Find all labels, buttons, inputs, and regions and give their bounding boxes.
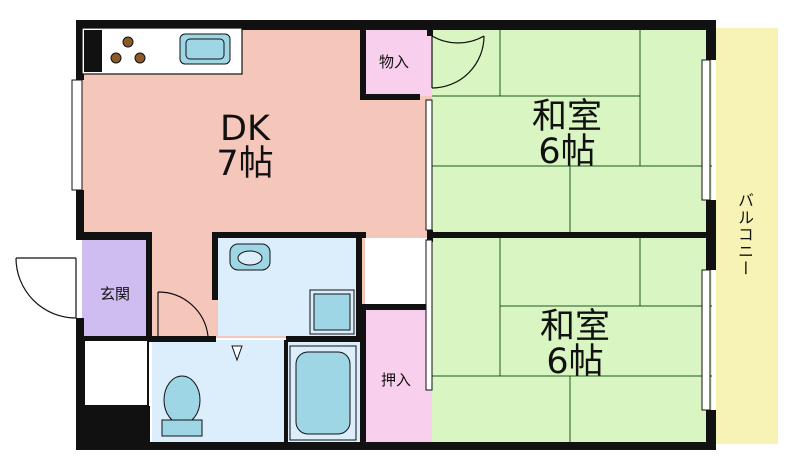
- washitsu-bottom-label: 和室 6帖: [530, 310, 620, 380]
- oshiire-floor: [362, 310, 432, 444]
- doors: [15, 35, 485, 337]
- monoire-floor: [362, 28, 432, 96]
- washbasin-icon: [229, 243, 271, 271]
- washitsu-bottom-size: 6帖: [546, 342, 604, 382]
- washitsu-top-floor: [432, 28, 712, 236]
- genkan-label: 玄関: [99, 285, 130, 303]
- washitsu-bottom-floor: [432, 238, 712, 444]
- washitsu-top-size: 6帖: [538, 132, 596, 172]
- dk-name: DK: [220, 109, 270, 149]
- windows: [71, 59, 711, 411]
- bathtub-icon: [289, 345, 357, 441]
- genkan-floor: [82, 240, 150, 340]
- toilet-icon: [161, 375, 203, 437]
- washer-pan-icon: [309, 289, 355, 335]
- tatami-lines: [432, 28, 712, 444]
- dk-size: 7帖: [216, 144, 274, 184]
- kitchen-counter: [81, 27, 243, 75]
- washitsu-top-name: 和室: [531, 97, 602, 137]
- drain-mark: [231, 345, 243, 362]
- washitsu-bottom-name: 和室: [539, 307, 610, 347]
- washitsu-top-label: 和室 6帖: [522, 100, 612, 170]
- balcony-floor: [716, 28, 778, 444]
- monoire-label: 物入: [378, 53, 409, 71]
- oshiire-label: 押入: [380, 371, 411, 389]
- dk-label: DK 7帖: [200, 112, 290, 182]
- balcony-label: バルコニー: [735, 192, 754, 277]
- kitchen-sink-icon: [179, 33, 231, 65]
- stove-burner-icon: [110, 36, 146, 64]
